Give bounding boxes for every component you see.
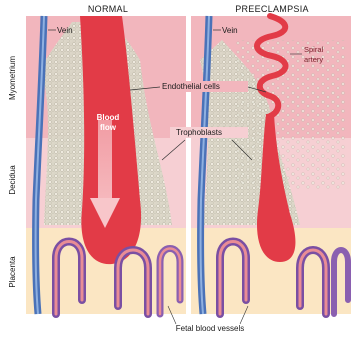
blood-flow-label-line2: flow [100, 123, 117, 132]
panel-divider [186, 16, 191, 314]
layer-label-placenta: Placenta [8, 256, 17, 288]
panel-preeclampsia [191, 16, 351, 314]
header-normal: NORMAL [88, 4, 128, 14]
spiral-artery-label-line1: Spiral [304, 45, 324, 54]
header-preeclampsia: PREECLAMPSIA [235, 4, 309, 14]
spiral-artery-label-line2: artery [304, 55, 323, 64]
layer-label-myometrium: Myometrium [8, 56, 17, 100]
endothelial-label: Endothelial cells [162, 82, 220, 91]
layer-label-decidua: Decidua [8, 165, 17, 195]
blood-flow-label-line1: Blood [97, 113, 120, 122]
panel-normal [26, 16, 186, 314]
trophoblasts-label: Trophoblasts [176, 128, 222, 137]
trophoblast-scatter-right [236, 40, 346, 190]
flow-arrow-body [98, 120, 112, 200]
vein-right-label: Vein [222, 26, 238, 35]
vein-left-label: Vein [57, 26, 73, 35]
fetal-vessels-label: Fetal blood vessels [176, 324, 244, 333]
